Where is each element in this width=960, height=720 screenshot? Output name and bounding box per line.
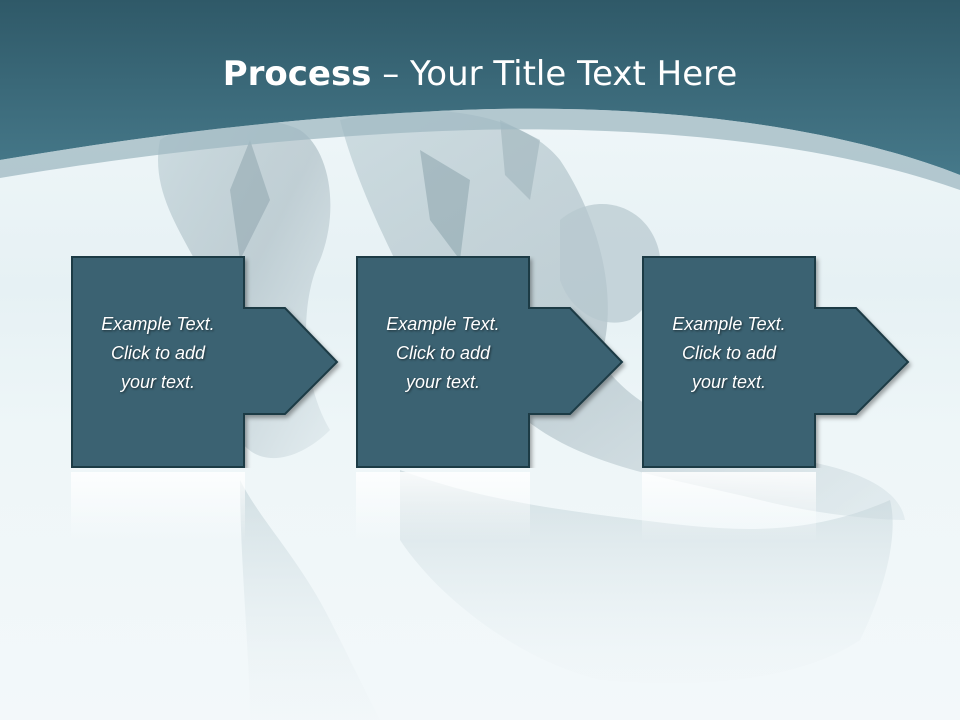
step-line: Example Text. (101, 314, 215, 334)
step-line: Click to add (395, 343, 491, 363)
step-line: Click to add (110, 343, 206, 363)
title-rest: – Your Title Text Here (371, 54, 738, 94)
process-step-3[interactable]: Example Text. Click to add your text. (642, 256, 932, 468)
step-reflection (642, 472, 816, 542)
step-text[interactable]: Example Text. Click to add your text. (642, 310, 816, 397)
page-title: Process – Your Title Text Here (0, 50, 960, 98)
step-reflection (356, 472, 530, 542)
process-step-1[interactable]: Example Text. Click to add your text. (71, 256, 361, 468)
step-line: your text. (691, 372, 767, 392)
step-line: your text. (120, 372, 196, 392)
step-line: Click to add (681, 343, 777, 363)
arrow-right-shape (642, 256, 910, 468)
arrow-right-shape (71, 256, 339, 468)
header-band (0, 0, 960, 190)
step-line: your text. (405, 372, 481, 392)
arrow-right-shape (356, 256, 624, 468)
step-text[interactable]: Example Text. Click to add your text. (356, 310, 530, 397)
step-text[interactable]: Example Text. Click to add your text. (71, 310, 245, 397)
step-line: Example Text. (672, 314, 786, 334)
process-step-2[interactable]: Example Text. Click to add your text. (356, 256, 646, 468)
step-line: Example Text. (386, 314, 500, 334)
title-bold: Process (222, 54, 372, 94)
step-reflection (71, 472, 245, 542)
